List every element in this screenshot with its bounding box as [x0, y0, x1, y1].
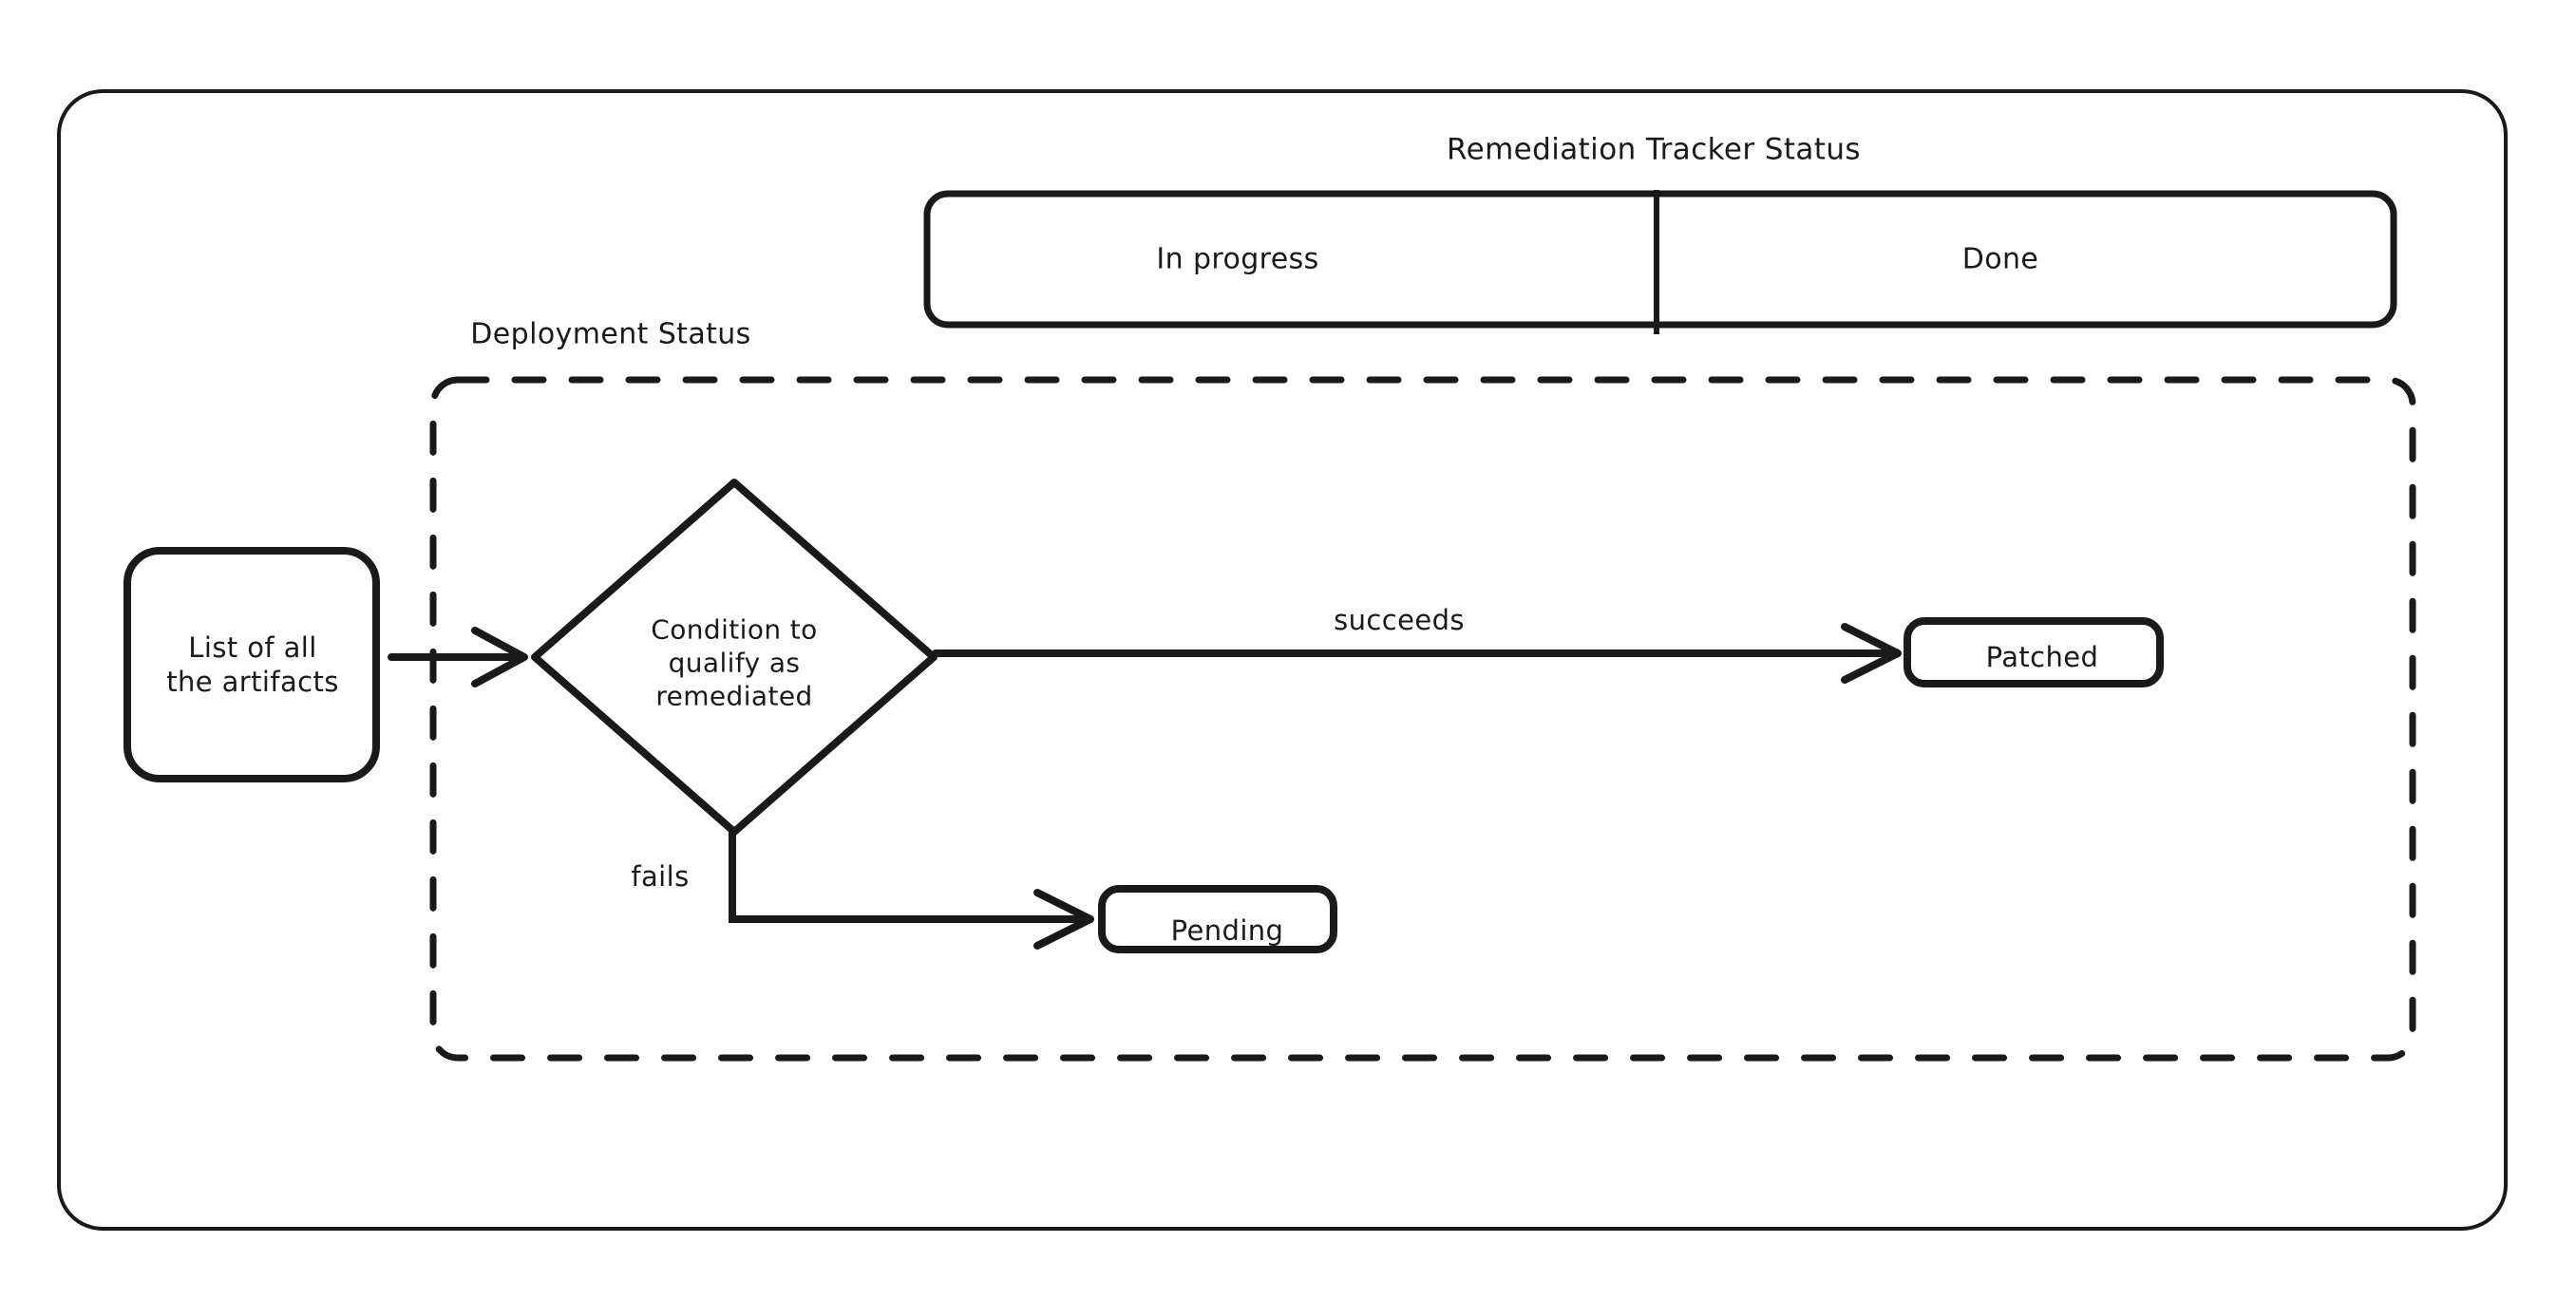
- deployment-status-group-boundary: [429, 376, 2416, 1062]
- node-pending-shape[interactable]: [1098, 885, 1337, 953]
- swimlane-container: [923, 190, 2397, 329]
- node-patched-shape[interactable]: [1904, 617, 2164, 687]
- edge-start-to-decision: [388, 627, 528, 687]
- edge-fails: [729, 828, 1094, 950]
- edge-succeeds: [932, 623, 1902, 684]
- node-start-shape[interactable]: [123, 547, 380, 782]
- outer-container-frame: [57, 89, 2508, 1231]
